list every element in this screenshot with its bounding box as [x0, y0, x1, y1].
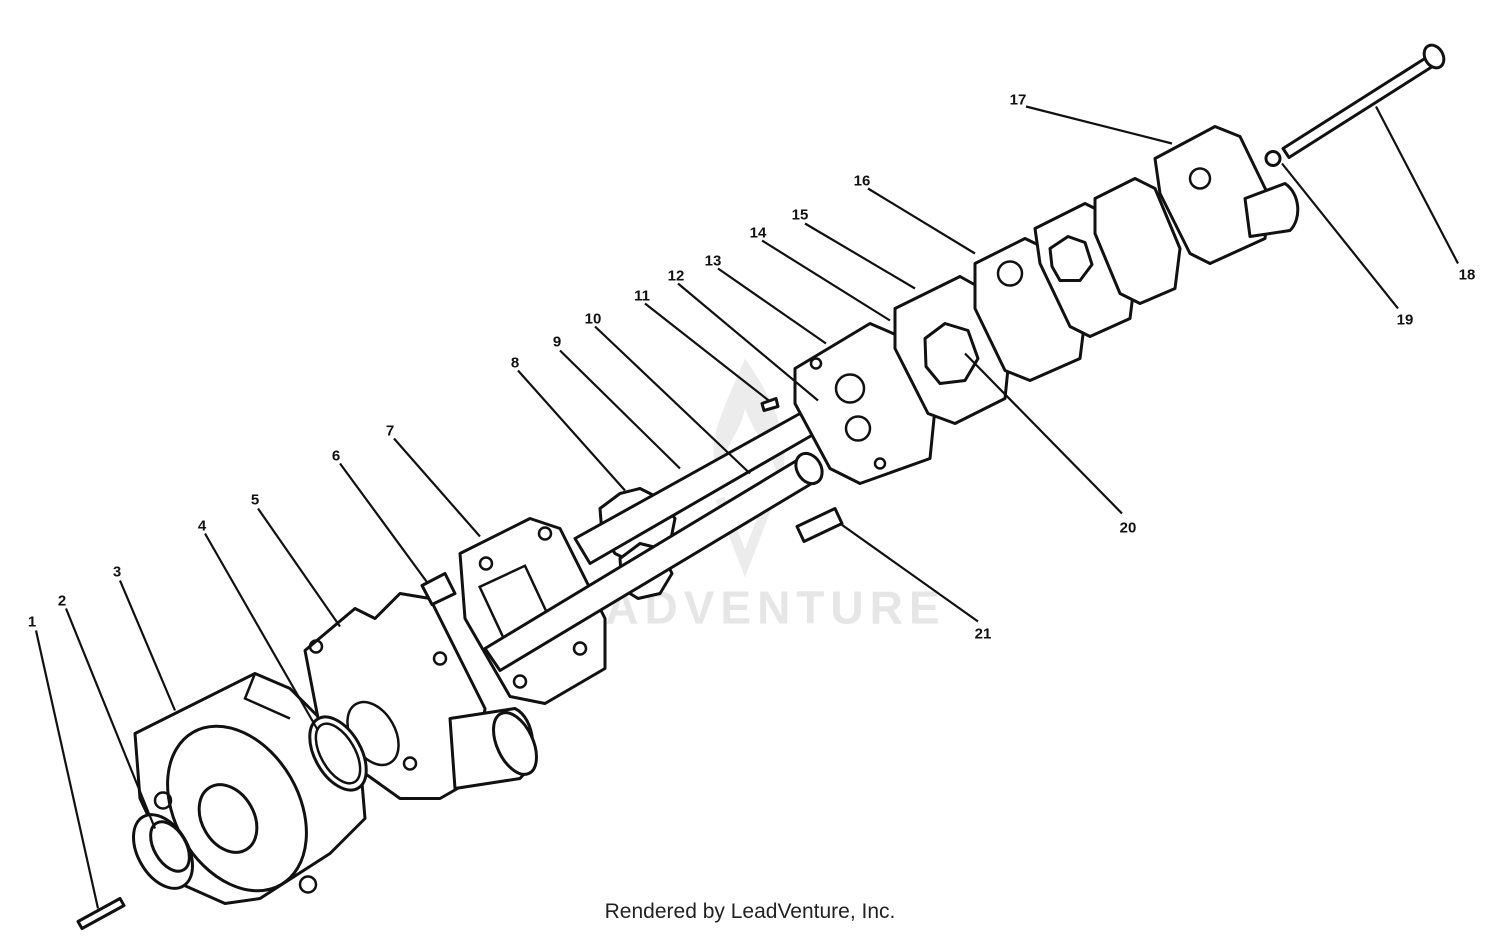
callout-15: 15 [792, 207, 809, 224]
part-washer [1264, 150, 1282, 167]
callout-12: 12 [668, 268, 685, 285]
callout-10: 10 [585, 311, 602, 328]
part-shafts [483, 412, 824, 672]
callout-16: 16 [854, 173, 871, 190]
callout-5: 5 [251, 492, 259, 509]
callout-21: 21 [975, 626, 992, 643]
callout-labels: 1 2 3 4 5 6 7 8 9 10 11 12 13 14 15 16 1… [28, 92, 1476, 643]
callout-17: 17 [1010, 92, 1027, 109]
part-seal [132, 813, 194, 890]
callout-1: 1 [28, 614, 36, 631]
callout-4: 4 [198, 518, 207, 535]
footer-credit: Rendered by LeadVenture, Inc. [604, 900, 896, 923]
part-plate-13 [793, 322, 937, 485]
part-o-ring [308, 715, 368, 792]
callout-7: 7 [386, 423, 394, 440]
callout-6: 6 [332, 448, 340, 465]
part-pin [76, 897, 126, 930]
part-dowel-21 [795, 507, 844, 543]
part-stack [1033, 177, 1182, 338]
callout-18: 18 [1459, 267, 1476, 284]
callout-3: 3 [113, 564, 121, 581]
part-bolt [1281, 43, 1446, 159]
callout-9: 9 [553, 334, 561, 351]
parts [76, 43, 1446, 930]
callout-13: 13 [705, 253, 722, 270]
leader-lines [34, 105, 1459, 909]
callout-20: 20 [1120, 520, 1137, 537]
callout-14: 14 [750, 225, 767, 242]
part-key [760, 397, 780, 412]
part-front-housing [133, 672, 367, 905]
part-end-cover [1153, 125, 1300, 265]
callout-2: 2 [58, 593, 66, 610]
part-dowel-6 [420, 572, 457, 606]
callout-19: 19 [1397, 312, 1414, 329]
callout-11: 11 [634, 288, 650, 305]
callout-8: 8 [511, 355, 519, 372]
